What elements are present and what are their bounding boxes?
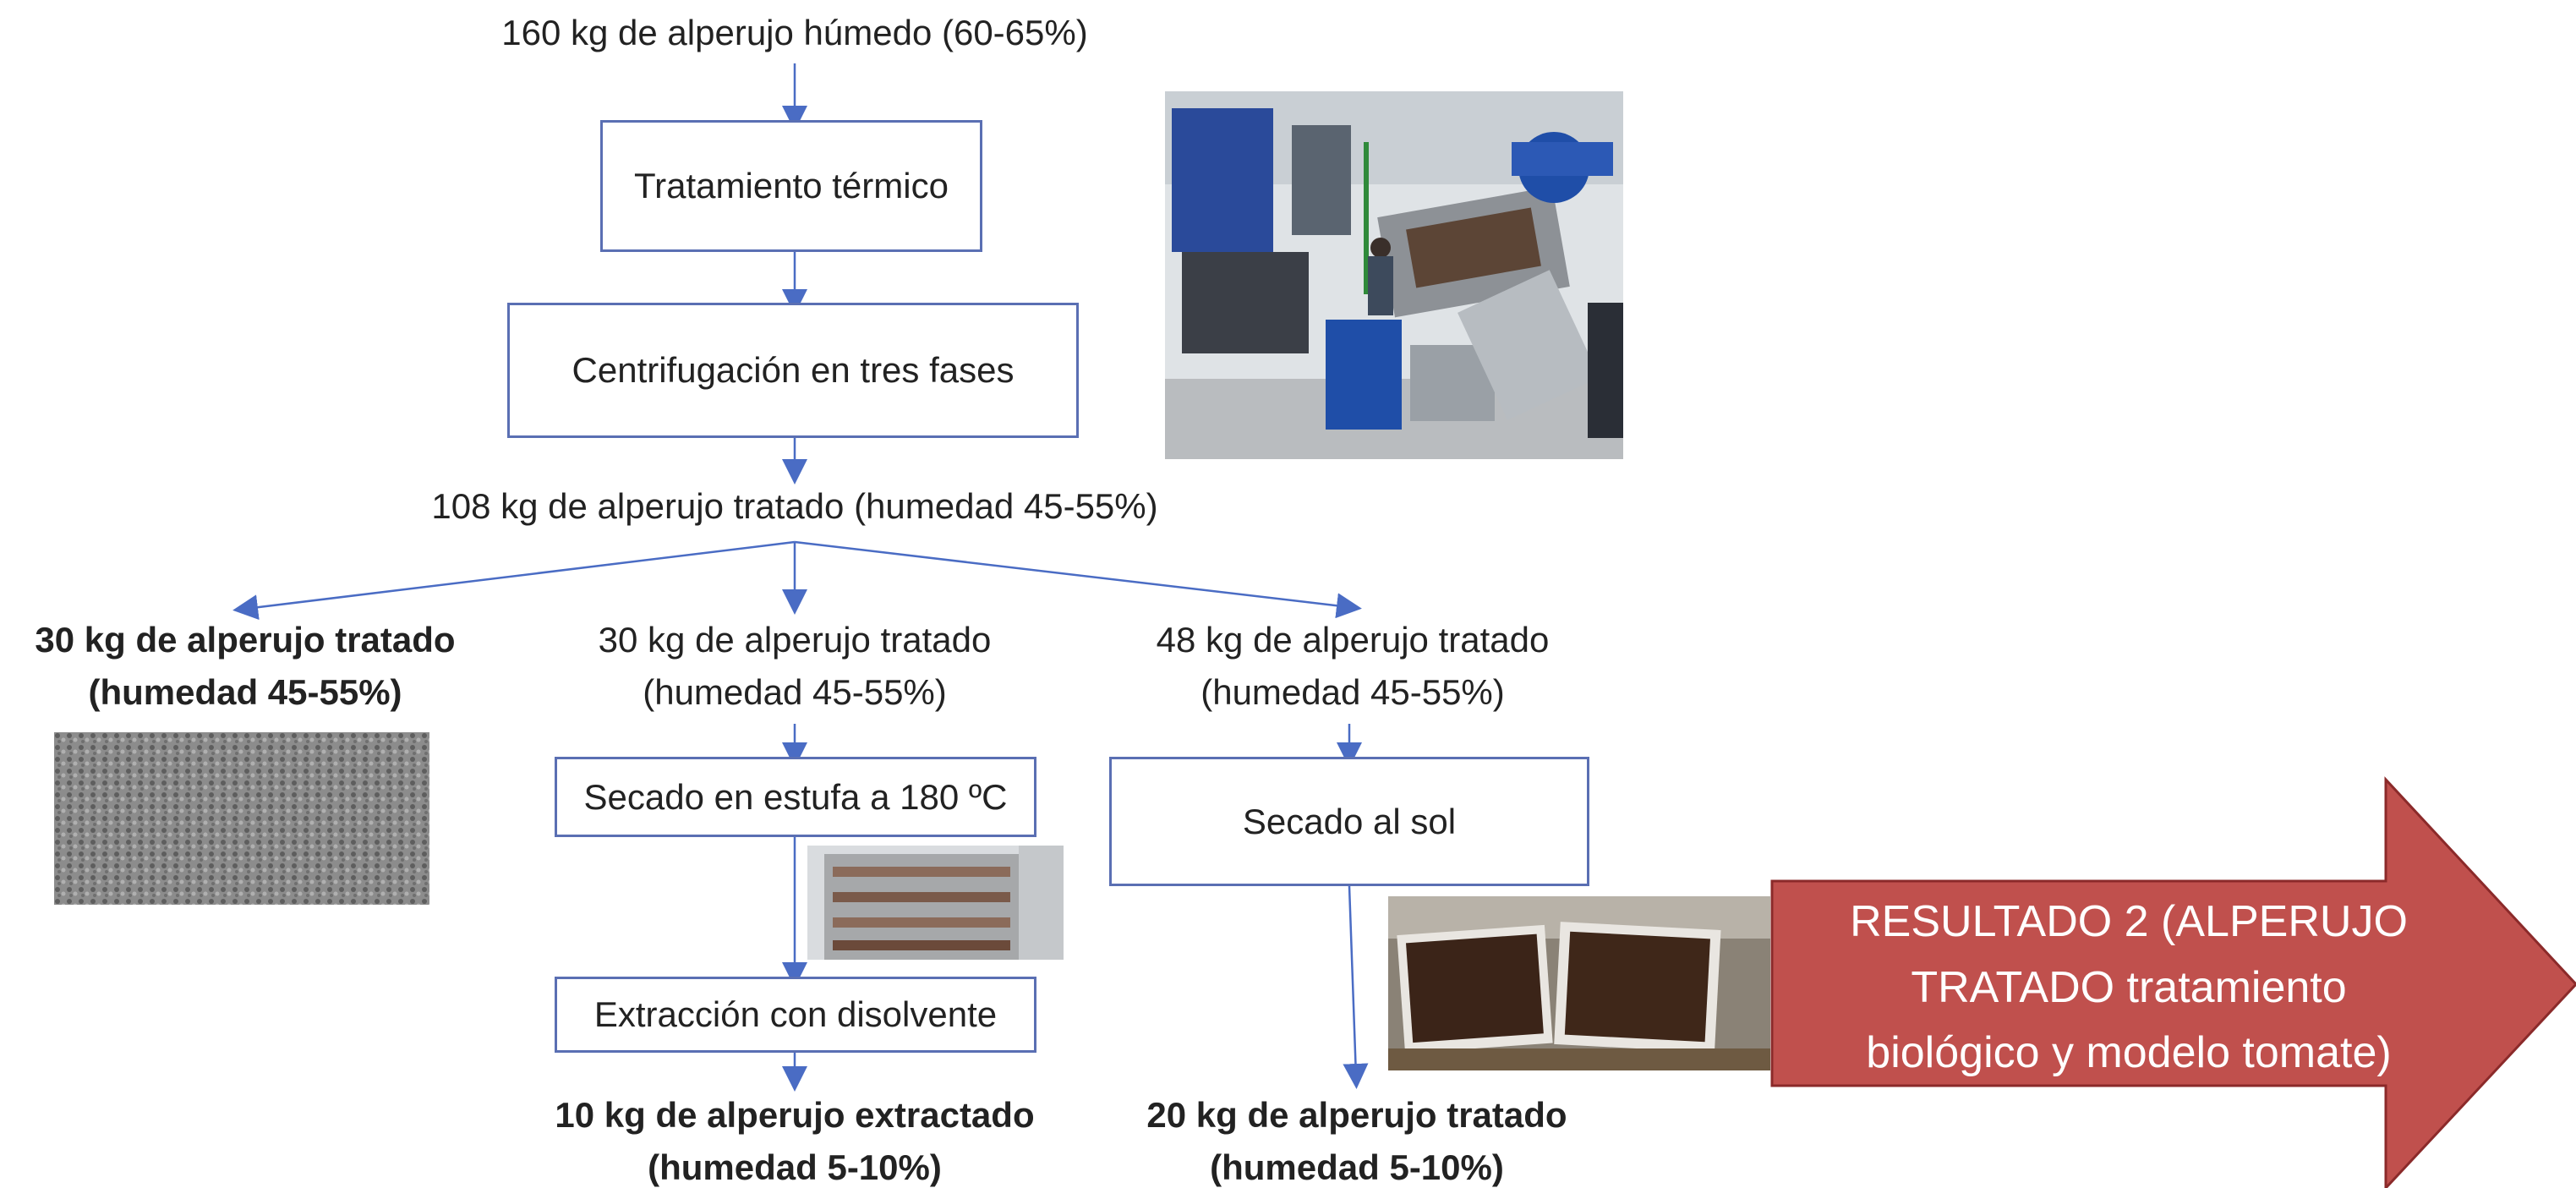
thermal-treatment-label: Tratamiento térmico bbox=[634, 166, 949, 205]
output-extracted-label: 10 kg de alperujo extractado (humedad 5-… bbox=[555, 1095, 1035, 1187]
oven-drying-label: Secado en estufa a 180 ºC bbox=[583, 776, 1008, 817]
sun-drying-photo bbox=[1388, 896, 1770, 1070]
solvent-extraction-box: Extracción con disolvente bbox=[555, 977, 1036, 1053]
result-line-2: TRATADO tratamiento bbox=[1911, 963, 2346, 1012]
branch-center-label: 30 kg de alperujo tratado (humedad 45-55… bbox=[598, 620, 992, 712]
oven-photo bbox=[807, 846, 1064, 960]
branch-right-label: 48 kg de alperujo tratado (humedad 45-55… bbox=[1156, 620, 1550, 712]
arrow-split-right bbox=[794, 540, 1362, 619]
sun-drying-label: Secado al sol bbox=[1242, 801, 1457, 841]
thermal-treatment-box: Tratamiento térmico bbox=[600, 120, 982, 252]
centrifugation-box: Centrifugación en tres fases bbox=[507, 303, 1079, 438]
arrow-split-left bbox=[232, 540, 796, 621]
treated-pomace-photo bbox=[54, 732, 429, 905]
result-line-1: RESULTADO 2 (ALPERUJO bbox=[1850, 897, 2408, 946]
input-label: 160 kg de alperujo húmedo (60-65%) bbox=[501, 13, 1088, 52]
result-line-3: biológico y modelo tomate) bbox=[1866, 1028, 2391, 1077]
centrifugation-label: Centrifugación en tres fases bbox=[572, 350, 1015, 390]
solvent-extraction-label: Extracción con disolvente bbox=[593, 994, 998, 1034]
sun-drying-box: Secado al sol bbox=[1109, 757, 1589, 886]
treated-label: 108 kg de alperujo tratado (humedad 45-5… bbox=[431, 486, 1158, 526]
branch-left-label: 30 kg de alperujo tratado (humedad 45-55… bbox=[35, 620, 456, 712]
factory-photo bbox=[1165, 91, 1623, 459]
oven-drying-box: Secado en estufa a 180 ºC bbox=[555, 757, 1036, 837]
output-sun-dried-label: 20 kg de alperujo tratado (humedad 5-10%… bbox=[1146, 1095, 1567, 1187]
arrow-sun-to-output bbox=[1343, 885, 1369, 1089]
